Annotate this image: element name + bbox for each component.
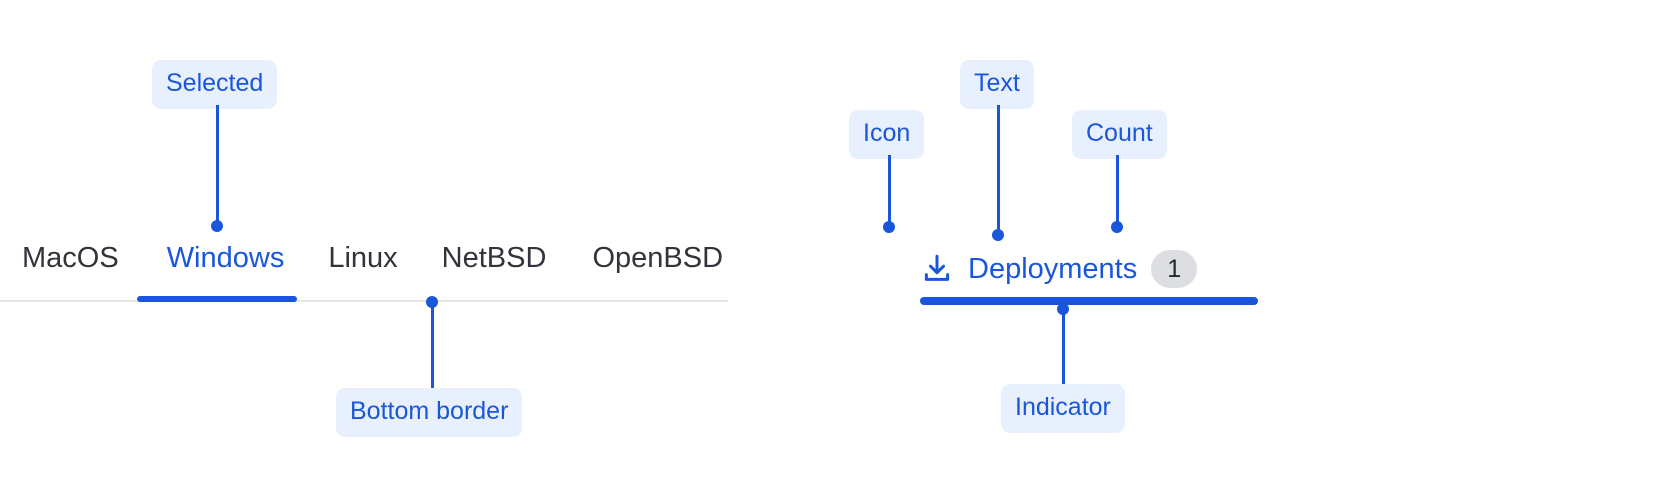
tab-windows[interactable]: Windows	[166, 242, 285, 274]
tabset-os: MacOS Windows Linux NetBSD OpenBSD	[0, 244, 728, 302]
leader-dot-icon	[883, 221, 895, 233]
leader-line-icon	[888, 155, 891, 227]
leader-line-count	[1116, 155, 1119, 227]
download-icon	[924, 254, 950, 281]
leader-line-selected	[216, 105, 219, 227]
tab-macos[interactable]: MacOS	[22, 242, 119, 274]
callout-icon: Icon	[849, 110, 925, 159]
leader-dot-text	[992, 229, 1004, 241]
callout-count: Count	[1072, 110, 1167, 159]
callout-bottom-border: Bottom border	[336, 388, 523, 437]
tabset-deployments: Deployments 1	[920, 244, 1260, 308]
leader-dot-count	[1111, 221, 1123, 233]
leader-dot-bottom-border	[426, 296, 438, 308]
deployments-label: Deployments	[968, 252, 1138, 285]
leader-line-indicator	[1062, 311, 1065, 385]
leader-line-bottom-border	[431, 305, 434, 390]
callout-text: Text	[960, 60, 1034, 109]
deployments-count-badge: 1	[1151, 250, 1198, 288]
callout-indicator: Indicator	[1001, 384, 1125, 433]
callout-selected: Selected	[152, 60, 278, 109]
tab-deployments[interactable]: Deployments 1	[920, 250, 1198, 288]
tab-netbsd[interactable]: NetBSD	[441, 242, 547, 274]
leader-dot-selected	[211, 220, 223, 232]
tabs-row: MacOS Windows Linux NetBSD OpenBSD	[0, 244, 723, 273]
selected-tab-indicator	[137, 296, 297, 302]
tab-openbsd[interactable]: OpenBSD	[592, 242, 724, 274]
leader-line-text	[997, 105, 1000, 235]
leader-dot-indicator	[1057, 303, 1069, 315]
deployments-indicator	[920, 297, 1258, 305]
tab-linux[interactable]: Linux	[328, 242, 398, 274]
